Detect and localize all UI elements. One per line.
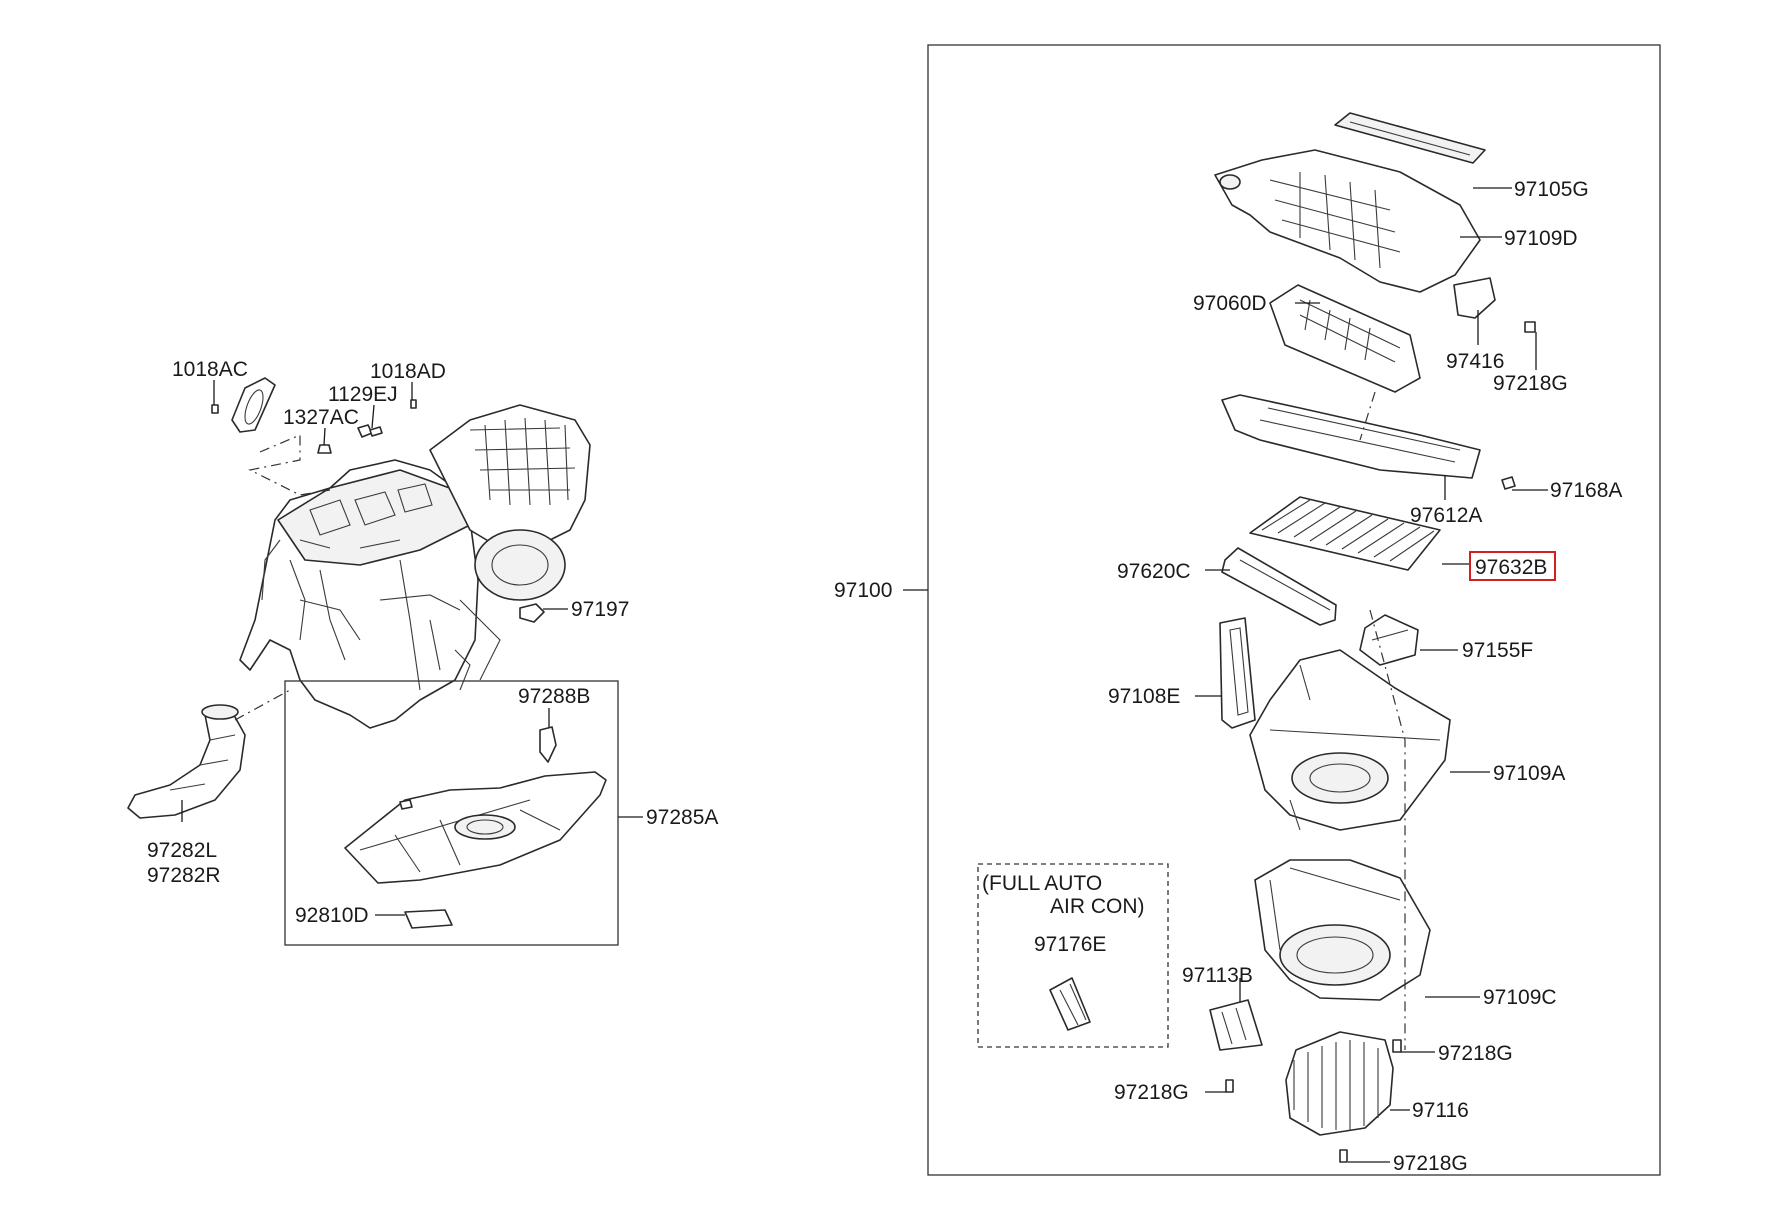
label-97612A: 97612A — [1410, 504, 1482, 527]
part-97416 — [1453, 277, 1496, 319]
part-97612A — [1221, 394, 1481, 479]
label-1018AD: 1018AD — [370, 360, 446, 383]
dash-upper — [1359, 391, 1376, 441]
label-97176E: 97176E — [1034, 933, 1106, 956]
label-1018AC: 1018AC — [172, 358, 248, 381]
part-97218G-upper — [1524, 321, 1536, 333]
label-97108E: 97108E — [1108, 685, 1180, 708]
label-97282R: 97282R — [147, 864, 221, 887]
label-97632B[interactable]: 97632B — [1475, 556, 1547, 579]
label-97100: 97100 — [834, 579, 892, 602]
part-97168A — [1501, 476, 1516, 490]
part-97155F — [1359, 614, 1419, 666]
cover-97285A — [344, 771, 607, 884]
label-97218G-a: 97218G — [1493, 372, 1568, 395]
option-label-line2: AIR CON) — [1050, 895, 1145, 918]
leader-lines — [181, 187, 1548, 1163]
label-1129EJ: 1129EJ — [328, 383, 398, 406]
label-97288B: 97288B — [518, 685, 590, 708]
label-92810D — [404, 909, 453, 929]
part-97060D — [1269, 284, 1421, 393]
label-97116: 97116 — [1412, 1099, 1469, 1122]
heater-unit-assembly — [239, 404, 591, 729]
hardware-top-left — [211, 377, 417, 454]
label-97218G-c: 97218G — [1114, 1081, 1189, 1104]
label-97105G: 97105G — [1514, 178, 1589, 201]
label-97168A: 97168A — [1550, 479, 1622, 502]
option-box-full-auto — [977, 863, 1169, 1048]
label-97218G-d: 97218G — [1393, 1152, 1468, 1175]
part-97116 — [1285, 1031, 1394, 1136]
dash-duct — [234, 689, 291, 721]
part-97218G-screw-b — [1392, 1039, 1402, 1053]
label-97109D: 97109D — [1504, 227, 1578, 250]
part-97632B — [1249, 496, 1441, 571]
label-97109C: 97109C — [1483, 986, 1557, 1009]
label-97060D: 97060D — [1193, 292, 1267, 315]
label-97218G-b: 97218G — [1438, 1042, 1513, 1065]
part-97109A — [1249, 649, 1451, 831]
part-97109C — [1254, 859, 1431, 1001]
dash-gasket — [248, 434, 331, 496]
part-97218G-screw-d — [1339, 1149, 1348, 1163]
label-97197: 97197 — [571, 598, 629, 621]
highlight-97632B — [1469, 551, 1556, 581]
label-97113B: 97113B — [1182, 964, 1253, 987]
part-97218G-screw-c — [1225, 1079, 1234, 1093]
part-97109D — [1214, 149, 1481, 293]
actuator-97288B — [539, 726, 557, 763]
part-97620C — [1221, 547, 1337, 626]
dash-center — [1369, 609, 1406, 1050]
label-97109A: 97109A — [1493, 762, 1565, 785]
label-92810D: 92810D — [295, 904, 369, 927]
clip-97197 — [519, 603, 545, 623]
label-97282L: 97282L — [147, 839, 217, 862]
label-97285A: 97285A — [646, 806, 718, 829]
part-97113B — [1209, 999, 1263, 1051]
label-97620C: 97620C — [1117, 560, 1191, 583]
label-97155F: 97155F — [1462, 639, 1533, 662]
part-97108E — [1219, 617, 1256, 729]
label-97416: 97416 — [1446, 350, 1504, 373]
group-box-97285A — [284, 680, 619, 946]
group-box-97100 — [927, 44, 1661, 1176]
label-1327AC: 1327AC — [283, 406, 359, 429]
option-label-line1: (FULL AUTO — [982, 872, 1102, 895]
part-97176E — [1049, 977, 1091, 1031]
duct-97282 — [127, 704, 246, 819]
